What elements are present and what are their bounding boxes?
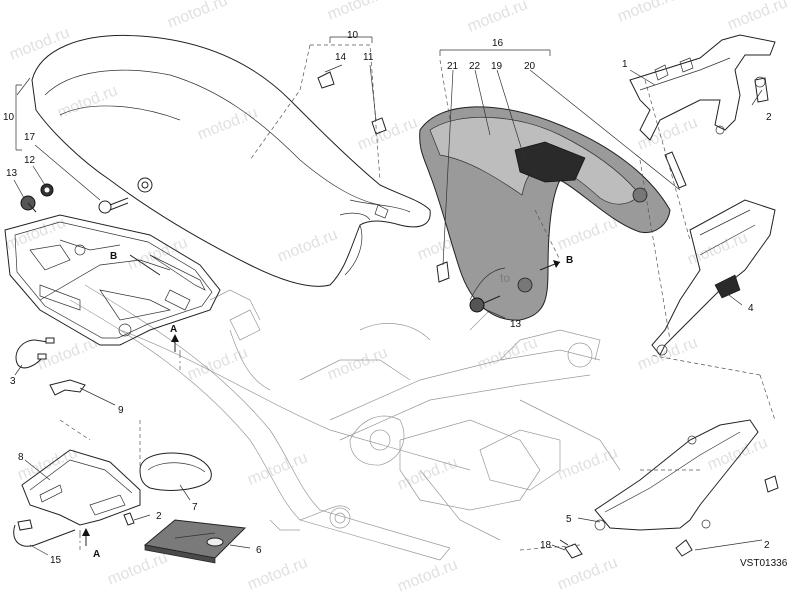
ref-label: 7 <box>192 502 198 513</box>
watermark: motod.ru <box>7 24 72 63</box>
ref-label: 3 <box>10 376 16 387</box>
watermark: motod.ru <box>395 556 460 595</box>
frame-subassembly <box>69 284 621 561</box>
drawing-code: VST01336 <box>740 558 788 569</box>
watermark: motod.ru <box>635 334 700 373</box>
watermark: motod.ru <box>325 0 390 24</box>
ref-label: 13 <box>510 319 522 330</box>
tray-part-8 <box>21 449 141 526</box>
clip-part-9 <box>49 379 86 396</box>
ref-label: 12 <box>24 155 36 166</box>
view-letter: A <box>170 324 177 335</box>
bolt-part-2-left <box>123 512 135 526</box>
watermark: motod.ru <box>725 0 790 34</box>
watermark: motod.ru <box>185 344 250 383</box>
ref-label: 19 <box>491 61 503 72</box>
ref-label: 13 <box>6 168 18 179</box>
bolt-part-18 <box>564 543 583 559</box>
bracket-part-1 <box>629 34 776 141</box>
watermark: motod.ru <box>105 549 170 588</box>
watermark: motod.ru <box>395 454 460 493</box>
ref-label: 2 <box>156 511 162 522</box>
pad-part-7 <box>139 452 212 491</box>
ref-label: 2 <box>764 540 770 551</box>
strap-part-15 <box>13 524 76 547</box>
rubber-buffer-part-14 <box>317 71 335 89</box>
svg-text:to: to <box>500 271 510 285</box>
ref-label: 21 <box>447 61 459 72</box>
ref-label: 18 <box>540 540 552 551</box>
side-panel-part-4 <box>651 199 776 356</box>
leader-lines <box>13 36 776 556</box>
ref-label: 2 <box>766 112 772 123</box>
watermark: motod.ru <box>555 214 620 253</box>
view-letter: B <box>566 255 573 266</box>
watermark: motod.ru <box>3 214 68 253</box>
watermark: motod.ru <box>355 114 420 153</box>
watermark: motod.ru <box>465 0 530 36</box>
callout-labels: 10 17 12 13 10 14 11 16 21 22 19 20 1 2 … <box>3 30 788 569</box>
watermark: motod.ru <box>245 554 310 593</box>
ref-label: 5 <box>566 514 572 525</box>
ref-label: 22 <box>469 61 481 72</box>
ref-label: 6 <box>256 545 262 556</box>
watermark: motod.ru <box>325 344 390 383</box>
watermark: motod.ru <box>165 0 230 32</box>
ref-label: 20 <box>524 61 536 72</box>
bolt-part-2-right <box>764 475 779 493</box>
watermark: motod.ru <box>55 82 120 121</box>
watermark: motod.ru <box>475 334 540 373</box>
tail-cover: to <box>419 106 671 321</box>
screw-part-17 <box>98 200 112 214</box>
ref-label: 10 <box>347 30 359 41</box>
watermark: motod.ru <box>555 554 620 593</box>
view-letter: A <box>93 549 100 560</box>
ref-label: 4 <box>748 303 754 314</box>
ref-label: 9 <box>118 405 124 416</box>
view-letter: B <box>110 251 117 262</box>
seat-base-pan <box>4 214 221 346</box>
watermark: motod.ru <box>275 226 340 265</box>
seat <box>31 34 431 287</box>
ref-label: 1 <box>622 59 628 70</box>
small-parts <box>13 71 779 564</box>
clip-part-11 <box>371 117 387 135</box>
watermark: motod.ru <box>125 234 190 273</box>
ref-label: 10 <box>3 112 15 123</box>
ref-label: 15 <box>50 555 62 566</box>
watermark: motod.ru <box>555 444 620 483</box>
watermark: motod.ru <box>195 104 260 143</box>
cable-part-3 <box>15 339 43 369</box>
watermark: motod.ru <box>615 0 680 26</box>
ref-label: 8 <box>18 452 24 463</box>
ref-label: 17 <box>24 132 36 143</box>
watermark: motod.ru <box>705 434 770 473</box>
bolt-part-2-bottom <box>675 539 693 557</box>
lower-panel-part-5 <box>594 419 759 531</box>
ref-label: 11 <box>363 52 374 63</box>
ref-label: 14 <box>335 52 347 63</box>
screw-part-13-right <box>469 297 485 313</box>
ref-label: 16 <box>492 38 504 49</box>
